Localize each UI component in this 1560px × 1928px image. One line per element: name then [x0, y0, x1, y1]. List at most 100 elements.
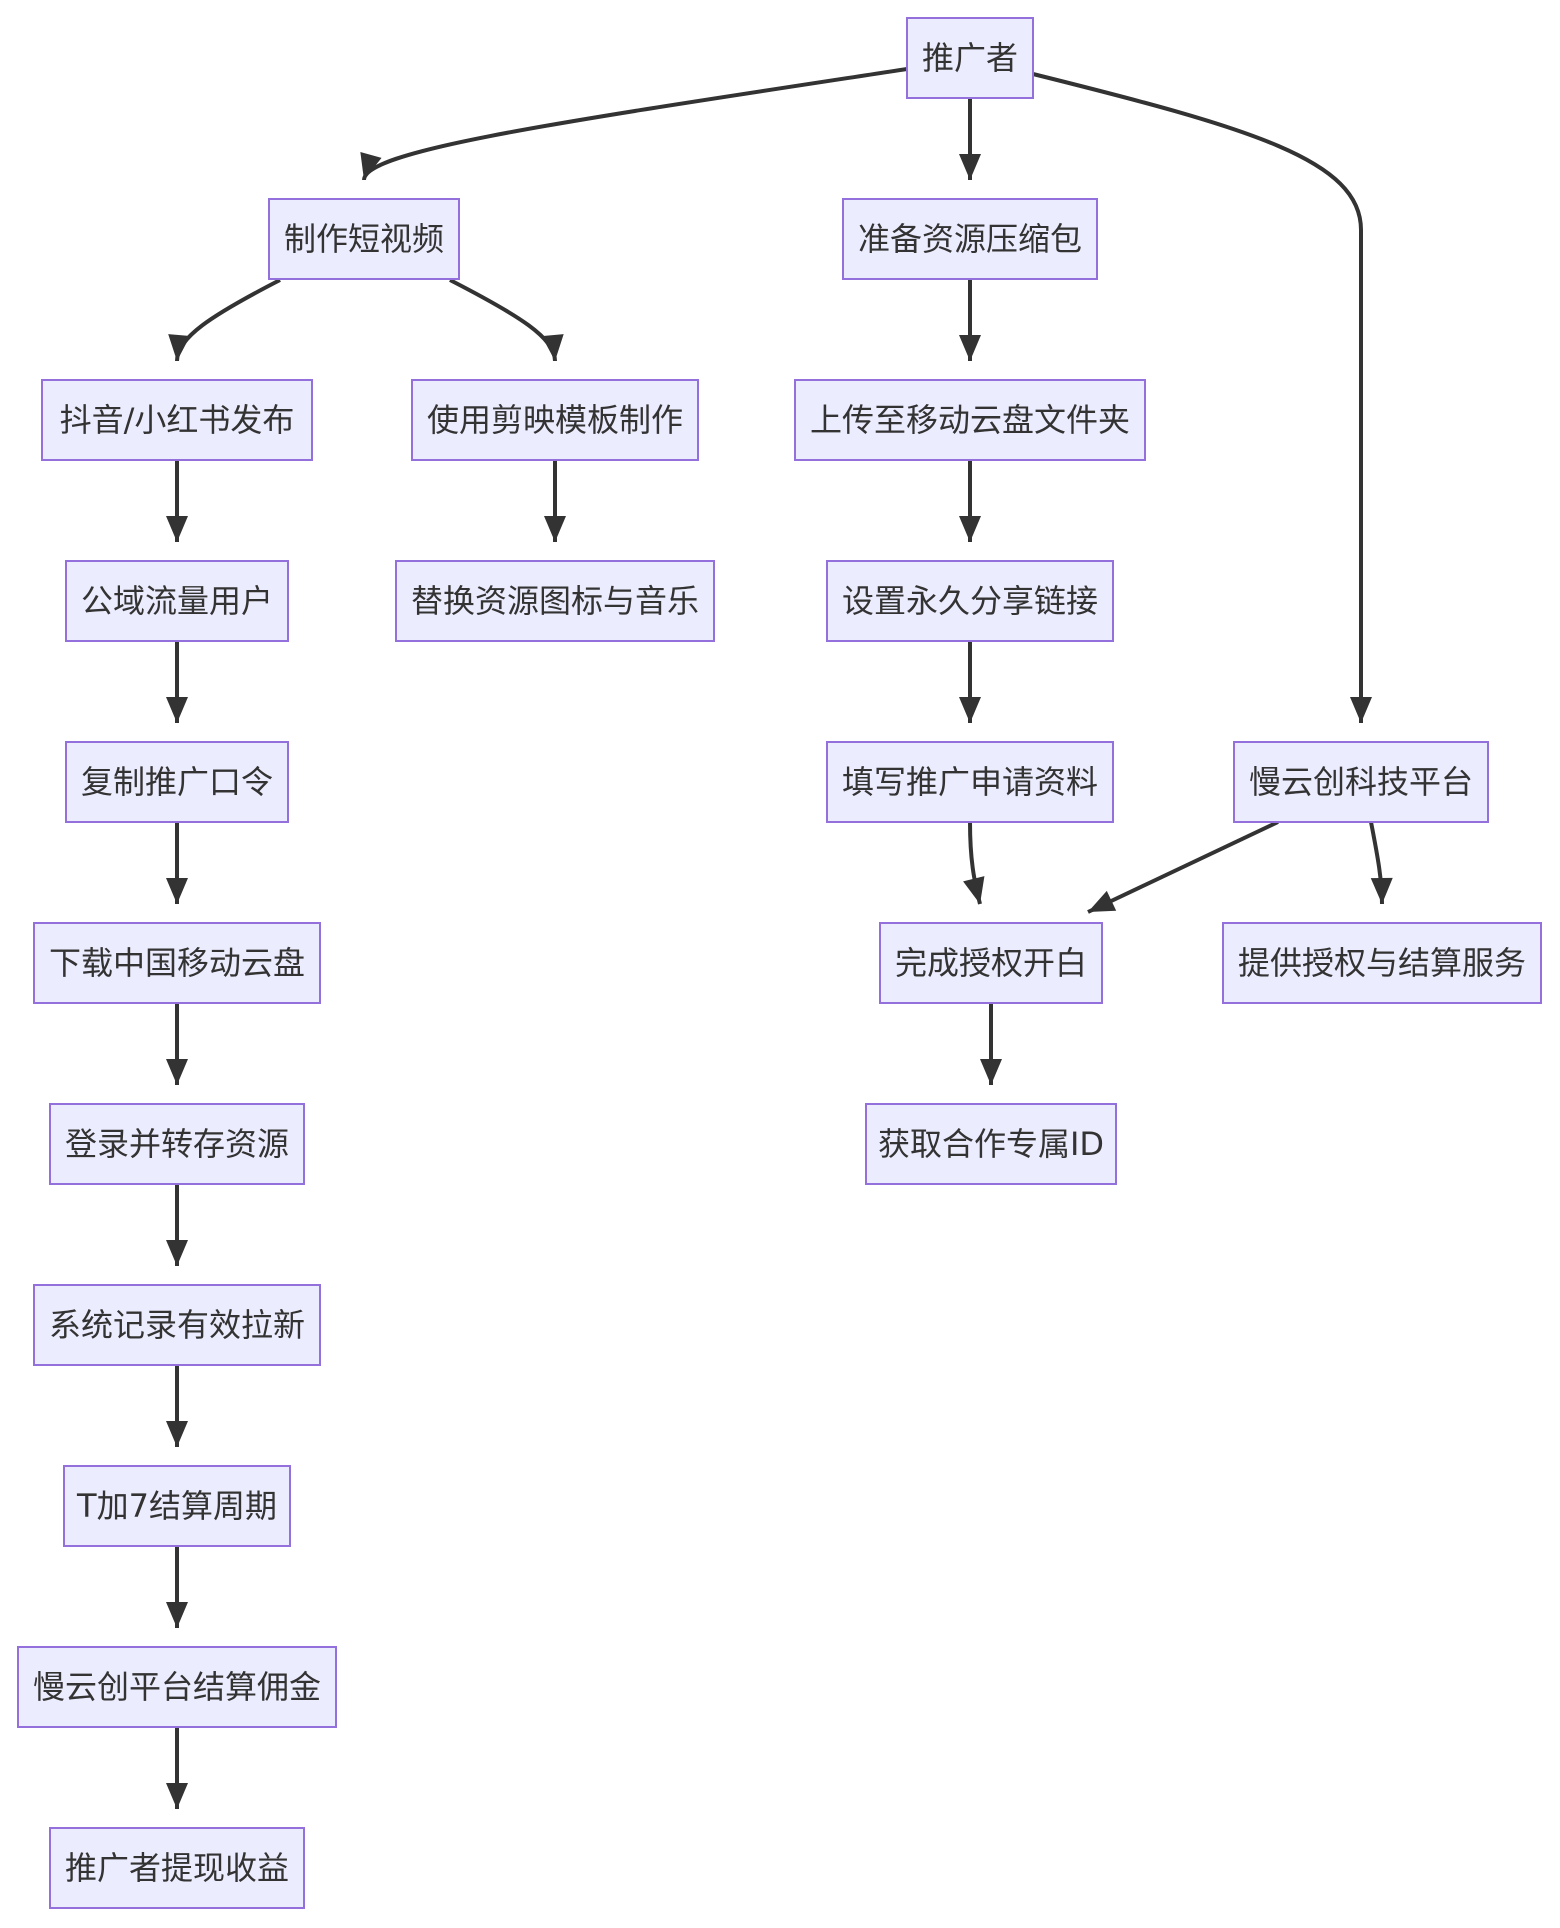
node-box: [906, 17, 1034, 99]
node-partner-id: 获取合作专属ID: [865, 1103, 1117, 1185]
node-label: 推广者提现收益: [65, 1849, 289, 1887]
node-withdraw: 推广者提现收益: [49, 1827, 305, 1909]
node-label: 复制推广口令: [81, 763, 273, 801]
node-cycle: T加7结算周期: [63, 1465, 291, 1547]
edge-login_save-to-record: [166, 1184, 188, 1266]
edge-jianying-to-replace_assets: [544, 460, 566, 542]
node-box: [411, 379, 699, 461]
arrowhead: [166, 516, 188, 542]
node-box: [826, 741, 1114, 823]
edge-promoter-to-prepare_pkg: [959, 98, 981, 180]
node-box: [33, 922, 321, 1004]
node-label: 慢云创科技平台: [1249, 763, 1473, 801]
arrowhead: [1370, 877, 1393, 904]
arrowhead: [166, 1059, 188, 1085]
edge-make_video-to-jianying: [449, 278, 564, 362]
node-promoter: 推广者: [906, 17, 1034, 99]
edge-cycle-to-commission: [166, 1546, 188, 1628]
node-jianying: 使用剪映模板制作: [411, 379, 699, 461]
node-label: T加7结算周期: [76, 1487, 277, 1525]
node-box: [826, 560, 1114, 642]
edge-record-to-cycle: [166, 1365, 188, 1447]
node-replace-assets: 替换资源图标与音乐: [395, 560, 715, 642]
edges-layer: [166, 67, 1393, 1809]
arrowhead: [166, 1240, 188, 1266]
edge-make_video-to-publish: [168, 278, 281, 362]
node-download-app: 下载中国移动云盘: [33, 922, 321, 1004]
arrowhead: [1350, 697, 1372, 723]
node-label: 公域流量用户: [81, 582, 273, 620]
node-label: 系统记录有效拉新: [49, 1306, 305, 1344]
arrowhead: [959, 697, 981, 723]
arrowhead: [959, 335, 981, 361]
node-platform: 慢云创科技平台: [1233, 741, 1489, 823]
arrowhead: [166, 878, 188, 904]
arrowhead: [168, 334, 191, 361]
node-box: [1222, 922, 1542, 1004]
arrowhead: [166, 1602, 188, 1628]
node-label: 下载中国移动云盘: [49, 944, 305, 982]
node-label: 使用剪映模板制作: [427, 401, 683, 439]
node-box: [395, 560, 715, 642]
node-record: 系统记录有效拉新: [33, 1284, 321, 1366]
edge-copy_code-to-download_app: [166, 822, 188, 904]
edge-promoter-to-platform: [1032, 72, 1372, 723]
node-prepare-pkg: 准备资源压缩包: [842, 198, 1098, 280]
node-box: [794, 379, 1146, 461]
edge-prepare_pkg-to-upload: [959, 279, 981, 361]
node-label: 获取合作专属ID: [878, 1125, 1104, 1163]
arrowhead: [166, 1783, 188, 1809]
arrowhead: [360, 152, 382, 180]
node-login-save: 登录并转存资源: [49, 1103, 305, 1185]
node-label: 提供授权与结算服务: [1238, 944, 1526, 982]
edge-publish-to-public_users: [166, 460, 188, 542]
node-label: 推广者: [922, 39, 1018, 77]
edge-line: [1087, 820, 1279, 914]
arrowhead: [544, 516, 566, 542]
node-label: 设置永久分享链接: [842, 582, 1098, 620]
edge-whitelist-to-partner_id: [980, 1003, 1002, 1085]
edge-line: [175, 278, 281, 362]
edge-platform-to-auth_service: [1369, 821, 1393, 905]
edge-line: [362, 67, 908, 181]
node-box: [65, 560, 289, 642]
arrowhead: [1088, 890, 1117, 912]
edge-line: [449, 278, 557, 362]
node-share-link: 设置永久分享链接: [826, 560, 1114, 642]
node-box: [33, 1284, 321, 1366]
node-publish: 抖音/小红书发布: [41, 379, 313, 461]
node-label: 上传至移动云盘文件夹: [810, 401, 1130, 439]
node-label: 完成授权开白: [895, 944, 1087, 982]
node-box: [63, 1465, 291, 1547]
arrowhead: [959, 516, 981, 542]
node-box: [842, 198, 1098, 280]
arrowhead: [980, 1059, 1002, 1085]
arrowhead: [963, 876, 985, 904]
edge-share_link-to-fill_form: [959, 641, 981, 723]
node-label: 抖音/小红书发布: [60, 401, 295, 439]
edge-fill_form-to-whitelist: [963, 821, 985, 905]
node-label: 慢云创平台结算佣金: [33, 1668, 321, 1706]
node-box: [1233, 741, 1489, 823]
node-label: 制作短视频: [284, 220, 444, 258]
arrowhead: [166, 697, 188, 723]
node-upload: 上传至移动云盘文件夹: [794, 379, 1146, 461]
edge-line: [1032, 72, 1363, 723]
node-box: [268, 198, 460, 280]
node-commission: 慢云创平台结算佣金: [17, 1646, 337, 1728]
node-box: [879, 922, 1103, 1004]
edge-commission-to-withdraw: [166, 1727, 188, 1809]
node-make-video: 制作短视频: [268, 198, 460, 280]
node-label: 替换资源图标与音乐: [411, 582, 699, 620]
edge-platform-to-whitelist: [1087, 820, 1279, 914]
edge-download_app-to-login_save: [166, 1003, 188, 1085]
arrowhead: [541, 334, 564, 361]
node-copy-code: 复制推广口令: [65, 741, 289, 823]
node-box: [65, 741, 289, 823]
node-label: 填写推广申请资料: [842, 763, 1098, 801]
arrowhead: [959, 154, 981, 180]
edge-upload-to-share_link: [959, 460, 981, 542]
edge-public_users-to-copy_code: [166, 641, 188, 723]
